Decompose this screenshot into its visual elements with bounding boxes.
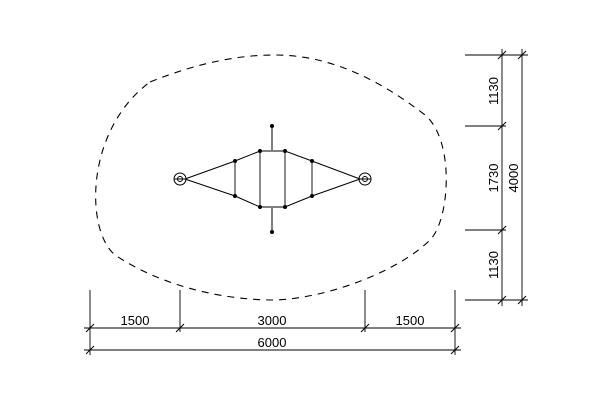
- left-anchor-post-icon: [173, 172, 187, 186]
- net-upper-edge: [184, 150, 361, 180]
- dim-top-label: 1130: [486, 77, 501, 105]
- dim-bottom-label: 1130: [486, 251, 501, 279]
- net-node: [310, 194, 314, 198]
- dim-center-label: 1730: [486, 164, 501, 193]
- dim-total-label: 6000: [258, 335, 287, 350]
- right-anchor-post-icon: [358, 172, 372, 186]
- bottom-mast-tip: [270, 230, 274, 234]
- dim-middle-label: 3000: [258, 313, 287, 328]
- dim-left-label: 1500: [121, 313, 150, 328]
- net-node: [233, 194, 237, 198]
- safety-zone-outline: [95, 54, 447, 301]
- net-node: [310, 159, 314, 163]
- horizontal-dimensions: 1500 3000 1500 6000: [84, 290, 461, 355]
- net-node: [283, 149, 287, 153]
- net-lower-edge: [184, 178, 361, 208]
- dim-right-label: 1500: [396, 313, 425, 328]
- top-mast-tip: [270, 124, 274, 128]
- net-node: [283, 205, 287, 209]
- net-node: [258, 149, 262, 153]
- dim-vertical-total-label: 4000: [506, 164, 521, 193]
- net-node: [258, 205, 262, 209]
- vertical-dimensions: 1130 1730 1130 4000: [465, 49, 528, 306]
- net-node: [233, 159, 237, 163]
- rope-net-structure: [173, 124, 372, 234]
